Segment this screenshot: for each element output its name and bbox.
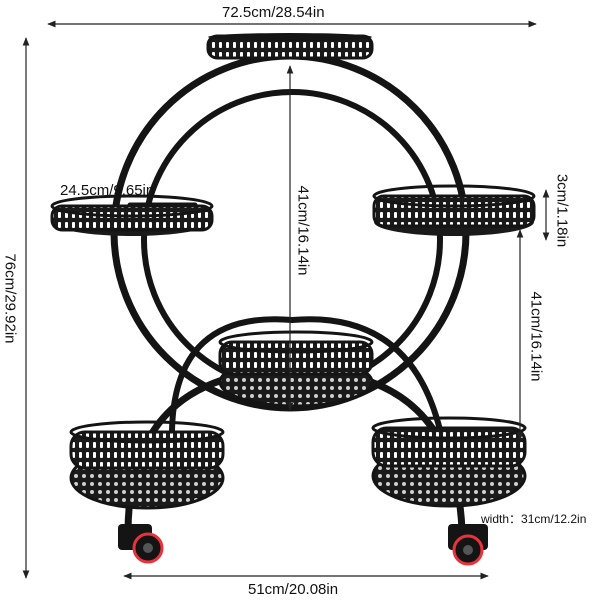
left-tray <box>50 194 214 236</box>
top-tray <box>206 33 374 60</box>
inner-height-label: 41cm/16.14in <box>294 185 312 276</box>
bottom-right-tray <box>371 416 527 508</box>
left-wheel <box>118 524 164 564</box>
total-height-label: 76cm/29.92in <box>1 253 19 344</box>
top-width-label: 72.5cm/28.54in <box>222 4 325 21</box>
tray-depth-label: 3cm/1.18in <box>553 173 571 248</box>
dimension-lines <box>22 20 550 580</box>
middle-tray <box>218 330 374 408</box>
right-wheel <box>448 524 488 566</box>
right-tray <box>372 184 536 236</box>
width-note-label: width：31cm/12.2in <box>481 512 587 526</box>
bottom-left-tray <box>69 420 225 510</box>
side-height-label: 41cm/16.14in <box>527 291 545 382</box>
tray-diameter-label: 24.5cm/9.65in <box>60 182 155 199</box>
base-width-label: 51cm/20.08in <box>248 581 339 598</box>
